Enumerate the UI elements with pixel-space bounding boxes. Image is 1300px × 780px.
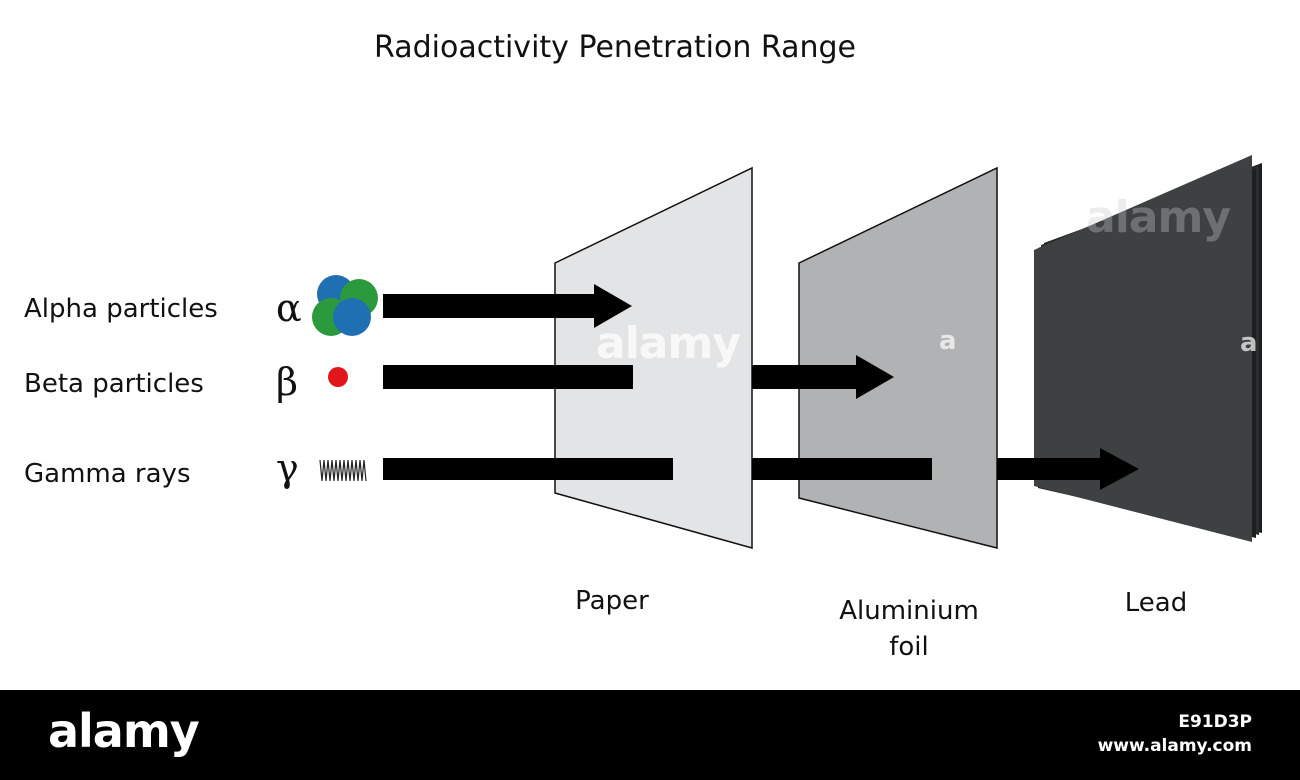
paper-sheet: [554, 166, 753, 549]
alpha-arrow: [383, 284, 632, 328]
material-label-paper: Paper: [575, 586, 649, 616]
site-url: www.alamy.com: [1097, 736, 1252, 756]
material-label-lead: Lead: [1124, 588, 1188, 618]
diagram-title: Radioactivity Penetration Range: [374, 30, 856, 65]
lead-block: [1034, 155, 1262, 542]
gamma-symbol: γ: [276, 446, 299, 490]
material-label-aluminium: Aluminium foil: [839, 596, 979, 662]
watermark-letter-1: a: [939, 326, 957, 356]
watermark-letter-2: a: [1240, 328, 1258, 358]
beta-arrow: [383, 355, 894, 399]
beta-particle-dot-icon: [328, 367, 348, 387]
image-id: E91D3P: [1178, 712, 1252, 732]
alpha-particle-cluster-icon: [312, 275, 378, 336]
diagram-svg: [312, 155, 1262, 549]
watermark-center: alamy: [596, 318, 741, 369]
beta-symbol: β: [276, 360, 298, 404]
row-label-beta: Beta particles: [24, 369, 204, 399]
lead-face: [1034, 155, 1252, 542]
row-label-alpha: Alpha particles: [24, 294, 218, 324]
gamma-arrow: [383, 448, 1139, 490]
brand-logo: alamy: [48, 704, 200, 758]
watermark-top-right: alamy: [1086, 192, 1231, 243]
diagram-area: alamy alamy a a Radioactivity Penetratio…: [24, 30, 1262, 662]
row-label-gamma: Gamma rays: [24, 459, 191, 489]
alpha-symbol: α: [276, 286, 302, 330]
aluminium-sheet: [798, 166, 998, 549]
footer-bar: alamy E91D3P www.alamy.com: [0, 690, 1300, 780]
gamma-wave-icon: [319, 459, 367, 482]
